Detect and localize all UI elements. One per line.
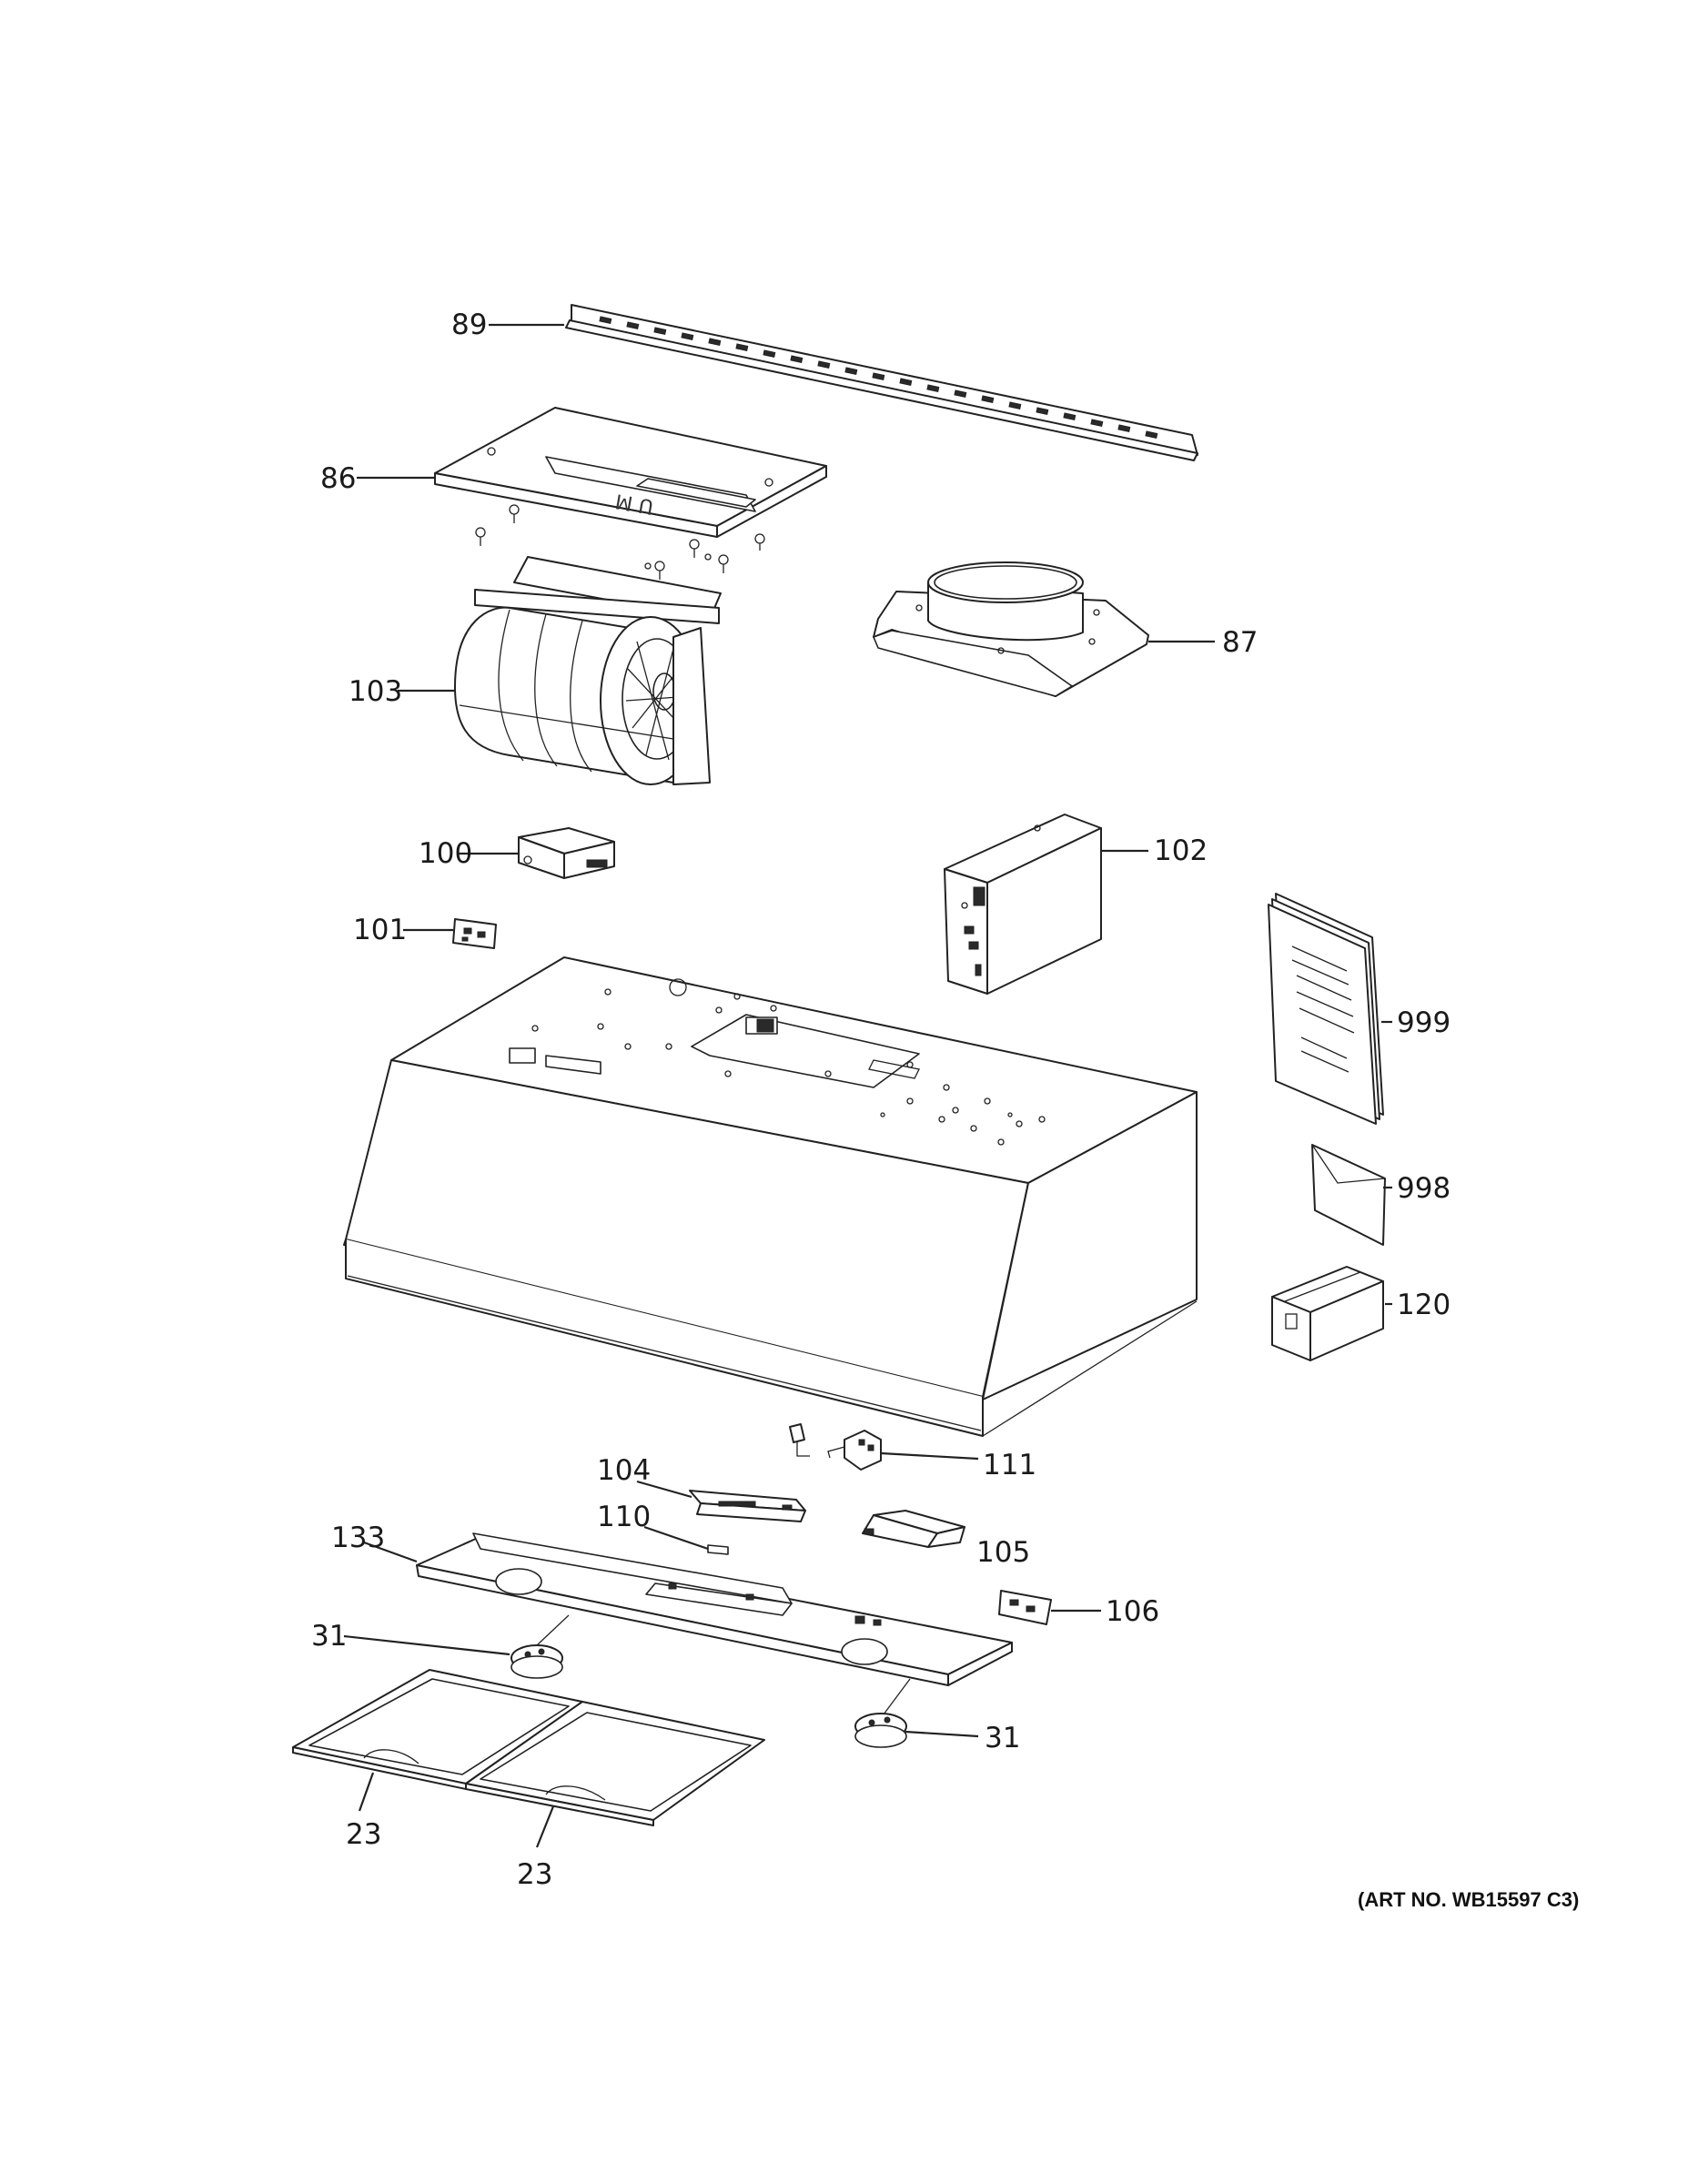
- callout-120: 120: [1397, 1289, 1450, 1321]
- part-111-switch[interactable]: [789, 1423, 882, 1471]
- callout-111: 111: [983, 1449, 1036, 1481]
- callout-110: 110: [597, 1501, 651, 1533]
- part-999-manuals[interactable]: [1268, 893, 1384, 1125]
- callout-101: 101: [353, 914, 407, 946]
- callout-999: 999: [1397, 1006, 1450, 1039]
- callout-86: 86: [320, 462, 356, 495]
- part-998-envelope[interactable]: [1311, 1144, 1386, 1246]
- part-101-control-board[interactable]: [452, 918, 497, 949]
- part-86-damper-plate[interactable]: U M: [434, 407, 827, 538]
- callout-105: 105: [976, 1536, 1030, 1569]
- part-23-filter-right[interactable]: [465, 1701, 765, 1826]
- part-31-lamp-left[interactable]: [510, 1614, 570, 1679]
- part-110-thermostat[interactable]: [707, 1544, 729, 1555]
- callout-133: 133: [331, 1522, 385, 1554]
- part-105-driver[interactable]: [862, 1510, 965, 1548]
- part-103-blower[interactable]: [454, 556, 722, 785]
- callout-998: 998: [1397, 1172, 1450, 1205]
- callout-106: 106: [1106, 1595, 1159, 1628]
- part-89-mounting-strap[interactable]: [565, 304, 1198, 461]
- callout-23-left: 23: [346, 1818, 381, 1851]
- part-120-carton[interactable]: [1271, 1266, 1384, 1361]
- art-number: (ART NO. WB15597 C3): [1358, 1888, 1579, 1911]
- callout-87: 87: [1222, 626, 1258, 659]
- callout-89: 89: [451, 308, 487, 341]
- hood-body[interactable]: [343, 956, 1198, 1437]
- part-133-bottom-panel[interactable]: [416, 1532, 1013, 1686]
- part-106-board[interactable]: [998, 1590, 1052, 1625]
- callout-100: 100: [419, 837, 472, 870]
- part-31-lamp-right[interactable]: [854, 1678, 911, 1748]
- part-87-duct-adapter[interactable]: [873, 561, 1149, 697]
- callout-31-left: 31: [311, 1620, 347, 1653]
- part-102-junction-box[interactable]: [944, 814, 1102, 995]
- callout-102: 102: [1154, 834, 1208, 867]
- callout-104: 104: [597, 1454, 651, 1487]
- callout-103: 103: [349, 675, 402, 708]
- part-104-control-bar[interactable]: [689, 1490, 806, 1522]
- callout-23-right: 23: [517, 1858, 552, 1891]
- part-100-capacitor[interactable]: [518, 827, 615, 879]
- screws: [475, 504, 765, 580]
- callout-31-right: 31: [985, 1722, 1020, 1754]
